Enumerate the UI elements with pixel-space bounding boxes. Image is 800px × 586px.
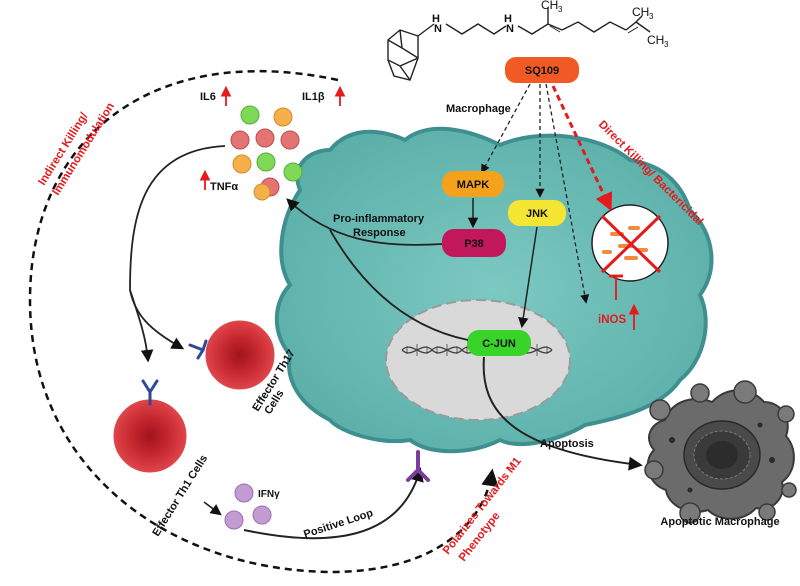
apoptosis-label: Apoptosis — [540, 438, 594, 450]
mapk-label: MAPK — [457, 179, 489, 191]
th1-cell — [113, 399, 187, 473]
ifng-cluster — [224, 483, 272, 530]
nucleus — [385, 299, 571, 421]
ch3-c-label: CH — [647, 33, 664, 47]
ch3-a-sub: 3 — [558, 5, 563, 14]
pro-inflammatory-label-2: Response — [353, 227, 406, 239]
nh2-label: H — [504, 13, 512, 25]
jnk-label: JNK — [526, 208, 548, 220]
nh1-label: H — [432, 13, 440, 25]
cytokine-cluster — [230, 105, 303, 201]
sq109-badge — [505, 57, 579, 83]
immunomodulation-dashed-loop — [28, 70, 499, 574]
cjun-to-cytokines-line — [329, 229, 469, 341]
jnk-node — [508, 200, 566, 226]
p38-label: P38 — [464, 238, 484, 250]
macrophage-label: Macrophage — [446, 103, 511, 115]
il6-label: IL6 — [200, 91, 216, 103]
cjun-node — [467, 330, 531, 356]
cjun-label: C-JUN — [482, 338, 516, 350]
apoptotic-macrophage-label: Apoptotic Macrophage — [660, 516, 779, 528]
ch3-a-label: CH — [541, 0, 558, 12]
ifng-receptor-icon — [406, 450, 430, 482]
pro-inflammatory-arrow — [286, 198, 443, 246]
cytokine-to-tcell-arrows — [129, 145, 226, 363]
ch3-b-label: CH — [632, 5, 649, 19]
inos-label: iNOS — [598, 314, 626, 326]
sq109-dashed-arrows — [481, 83, 590, 304]
n1-label: N — [434, 23, 442, 35]
th1-receptor-icon — [141, 379, 159, 406]
pro-inflammatory-label-1: Pro-inflammatory — [333, 213, 425, 225]
ifng-incoming-arrow — [203, 501, 222, 516]
sq109-structure — [387, 8, 651, 81]
p38-node — [442, 229, 506, 257]
ch3-b-sub: 3 — [649, 12, 654, 21]
killed-bacteria-icon — [591, 204, 669, 282]
ch3-c-sub: 3 — [664, 40, 669, 49]
positive-loop-arrow — [243, 467, 424, 540]
tnfa-label: TNFα — [210, 181, 238, 193]
th17-receptor-icon — [188, 339, 208, 360]
signaling-arrows — [467, 198, 538, 329]
th17-cell — [205, 320, 275, 390]
direct-killing-arrow — [551, 85, 613, 212]
n2-label: N — [506, 23, 514, 35]
sq109-label: SQ109 — [525, 65, 559, 77]
il1b-label: IL1β — [302, 91, 325, 103]
mapk-node — [442, 171, 504, 197]
ifng-label: IFNγ — [258, 489, 280, 500]
apoptotic-macrophage-icon — [644, 380, 797, 524]
apoptosis-arrow — [482, 356, 643, 471]
